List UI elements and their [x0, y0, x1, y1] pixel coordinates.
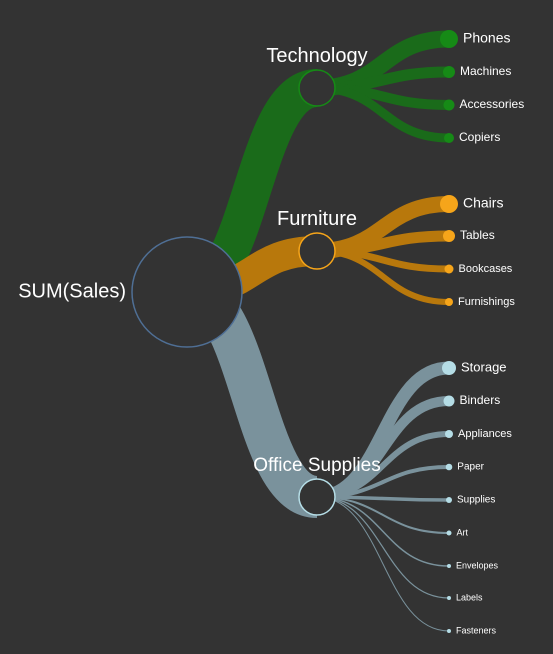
leaf-label-accessories: Accessories — [460, 97, 525, 111]
leaf-node-binders[interactable] — [443, 395, 455, 407]
leaf-node-paper[interactable] — [445, 463, 453, 471]
leaf-node-phones[interactable] — [440, 30, 458, 48]
link-technology-copiers — [316, 83, 450, 143]
leaf-label-furnishings: Furnishings — [458, 296, 515, 308]
leaf-node-accessories[interactable] — [443, 99, 455, 111]
leaf-label-tables: Tables — [460, 228, 495, 242]
leaf-label-chairs: Chairs — [463, 195, 503, 211]
root-node[interactable] — [131, 236, 243, 348]
leaf-label-labels: Labels — [456, 592, 483, 602]
category-label-furniture: Furniture — [277, 208, 357, 230]
leaf-node-storage[interactable] — [442, 361, 456, 375]
leaf-label-machines: Machines — [460, 64, 511, 78]
leaf-node-bookcases[interactable] — [444, 264, 454, 274]
leaf-label-envelopes: Envelopes — [456, 560, 499, 570]
link-office-supplies-fasteners — [316, 496, 450, 632]
link-office-supplies-envelopes — [316, 496, 450, 567]
link-office-supplies-art — [316, 496, 450, 534]
leaf-label-art: Art — [457, 527, 469, 537]
root-label: SUM(Sales) — [18, 280, 126, 302]
leaf-label-fasteners: Fasteners — [456, 625, 497, 635]
leaf-nodes: PhonesMachinesAccessoriesCopiersChairsTa… — [440, 30, 525, 635]
leaf-node-machines[interactable] — [443, 66, 455, 78]
root-node-group: SUM(Sales) — [18, 236, 243, 348]
leaf-node-labels[interactable] — [447, 596, 451, 600]
leaf-label-phones: Phones — [463, 30, 510, 46]
leaf-node-copiers[interactable] — [444, 133, 454, 143]
link-office-supplies-labels — [316, 496, 450, 599]
link-office-supplies-supplies — [316, 495, 450, 502]
leaf-label-appliances: Appliances — [458, 428, 512, 440]
leaf-node-envelopes[interactable] — [447, 564, 451, 568]
leaf-node-art[interactable] — [446, 530, 452, 536]
leaf-node-appliances[interactable] — [445, 430, 453, 438]
link-furniture-furnishings — [316, 248, 450, 305]
leaf-node-tables[interactable] — [443, 230, 455, 242]
category-node-furniture[interactable] — [298, 232, 336, 270]
leaf-node-supplies[interactable] — [446, 497, 452, 503]
leaf-node-furnishings[interactable] — [445, 298, 453, 306]
category-node-office-supplies[interactable] — [298, 478, 336, 516]
leaf-label-bookcases: Bookcases — [459, 263, 513, 275]
category-node-technology[interactable] — [298, 69, 336, 107]
leaf-node-chairs[interactable] — [440, 195, 458, 213]
leaf-node-fasteners[interactable] — [447, 629, 451, 633]
tree-links — [183, 30, 450, 632]
leaf-label-binders: Binders — [460, 393, 501, 407]
link-office-supplies-storage — [316, 361, 450, 504]
category-label-technology: Technology — [266, 45, 367, 67]
leaf-label-supplies: Supplies — [457, 495, 495, 506]
leaf-label-copiers: Copiers — [459, 130, 500, 144]
category-label-office-supplies: Office Supplies — [253, 455, 380, 476]
leaf-label-storage: Storage — [461, 359, 507, 374]
leaf-label-paper: Paper — [457, 462, 484, 473]
